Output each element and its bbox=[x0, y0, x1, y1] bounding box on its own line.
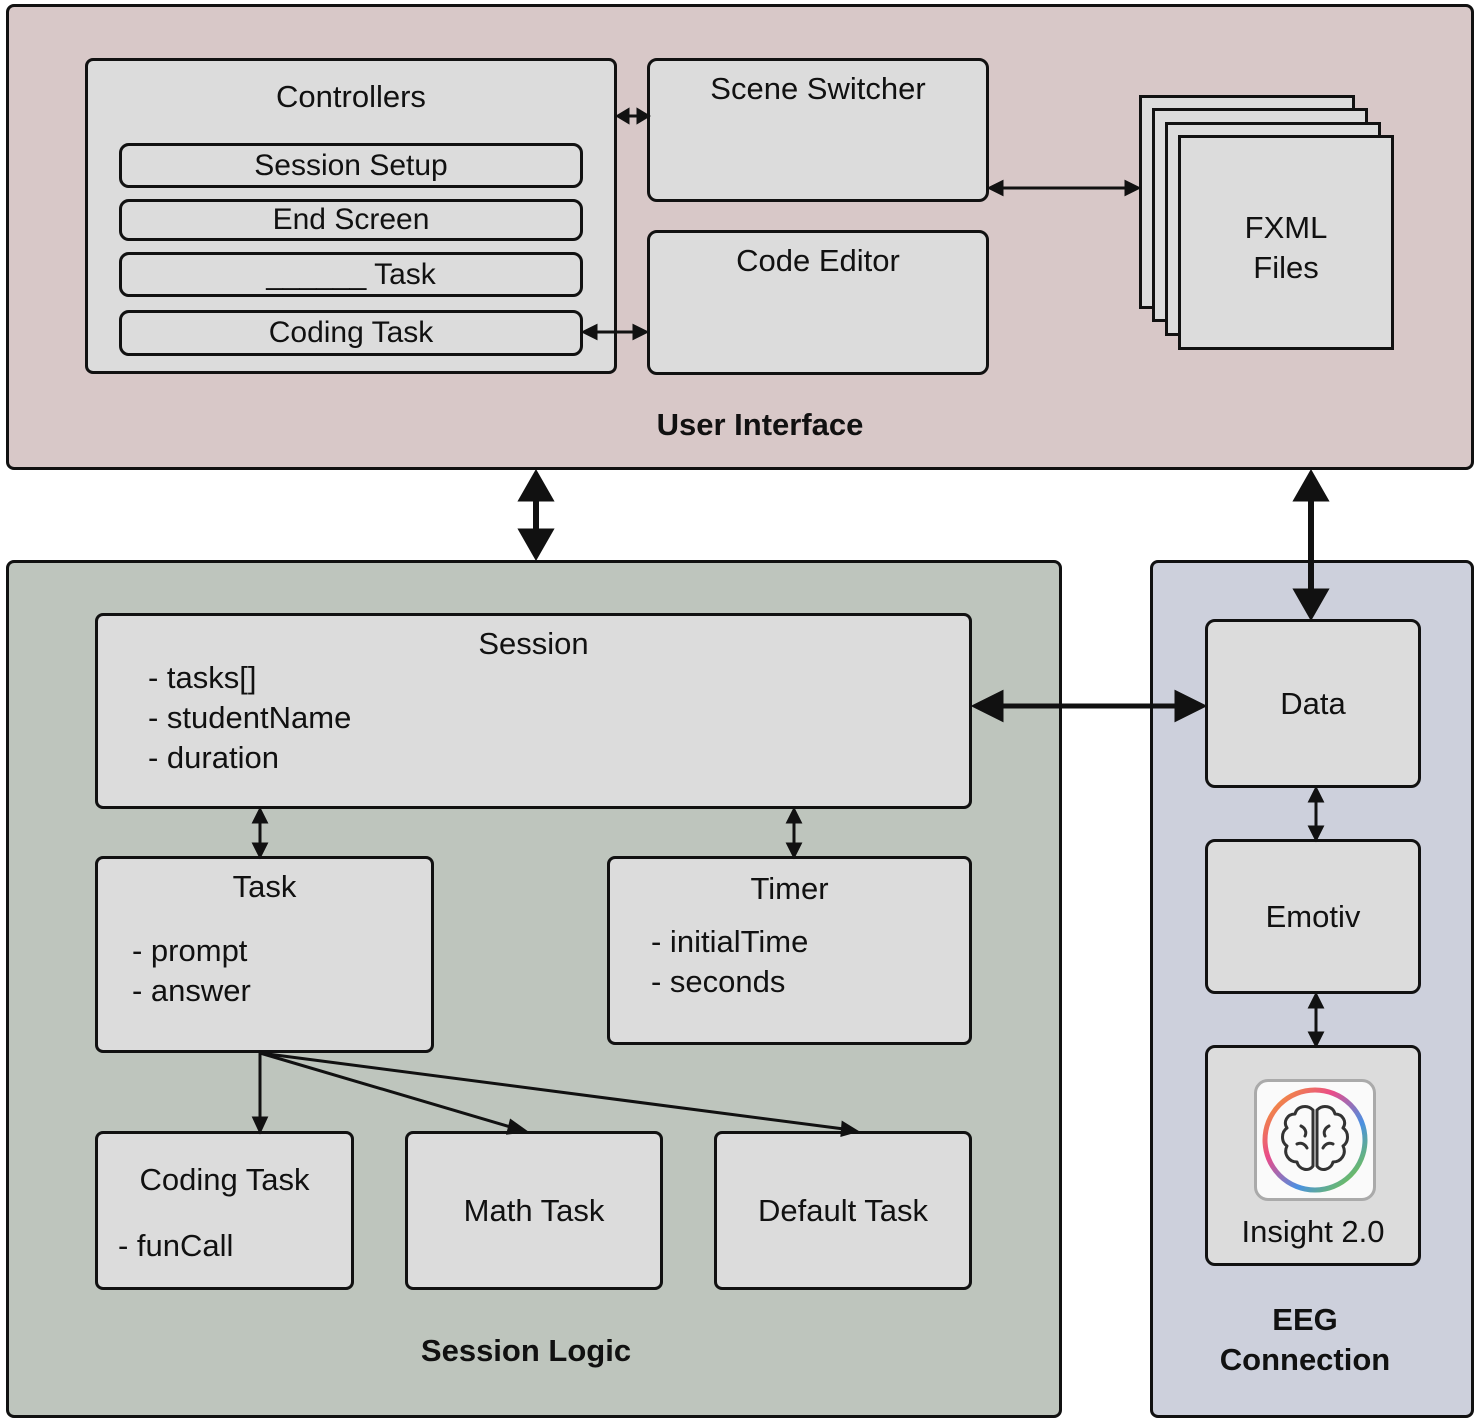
task-attr-prompt: - prompt bbox=[132, 933, 248, 968]
math-task-title: Math Task bbox=[463, 1192, 605, 1228]
session-box: Session - tasks[] - studentName - durati… bbox=[95, 613, 972, 809]
session-logic-label: Session Logic bbox=[420, 1333, 632, 1368]
controller-coding-task[interactable]: Coding Task bbox=[119, 310, 583, 356]
session-attr-duration: - duration bbox=[148, 740, 279, 775]
coding-task-attr-funcall: - funCall bbox=[118, 1228, 234, 1263]
emotiv-box: Emotiv bbox=[1205, 839, 1421, 994]
timer-box: Timer - initialTime - seconds bbox=[607, 856, 972, 1045]
controller-generic-task[interactable]: ______ Task bbox=[119, 252, 583, 297]
timer-title: Timer bbox=[750, 871, 829, 906]
fxml-files-box: FXML Files bbox=[1178, 135, 1394, 350]
fxml-label-line2: Files bbox=[1253, 250, 1319, 285]
math-task-box: Math Task bbox=[405, 1131, 663, 1290]
task-title: Task bbox=[232, 869, 297, 904]
arrow-ui-session-logic bbox=[517, 468, 555, 562]
user-interface-label: User Interface bbox=[656, 407, 864, 442]
session-title: Session bbox=[478, 626, 589, 661]
task-box: Task - prompt - answer bbox=[95, 856, 434, 1053]
default-task-box: Default Task bbox=[714, 1131, 972, 1290]
eeg-connection-label: EEG Connection bbox=[1150, 1300, 1460, 1380]
controller-session-setup[interactable]: Session Setup bbox=[119, 143, 583, 188]
controllers-title: Controllers bbox=[276, 79, 426, 114]
insight-box: Insight 2.0 bbox=[1205, 1045, 1421, 1266]
session-attr-tasks: - tasks[] bbox=[148, 660, 257, 695]
brain-icon bbox=[1254, 1079, 1376, 1201]
scene-switcher-title: Scene Switcher bbox=[710, 71, 926, 106]
coding-task-title: Coding Task bbox=[139, 1162, 310, 1197]
emotiv-title: Emotiv bbox=[1265, 898, 1361, 934]
eeg-label-line1: EEG bbox=[1272, 1302, 1338, 1337]
session-attr-student-name: - studentName bbox=[148, 700, 352, 735]
controller-end-screen[interactable]: End Screen bbox=[119, 199, 583, 241]
coding-task-box: Coding Task - funCall bbox=[95, 1131, 354, 1290]
data-title: Data bbox=[1280, 685, 1346, 721]
fxml-label-line1: FXML bbox=[1244, 210, 1328, 245]
code-editor-box: Code Editor bbox=[647, 230, 989, 375]
code-editor-title: Code Editor bbox=[736, 243, 900, 278]
task-attr-answer: - answer bbox=[132, 973, 251, 1008]
insight-label: Insight 2.0 bbox=[1241, 1214, 1385, 1249]
timer-attr-seconds: - seconds bbox=[651, 964, 786, 999]
scene-switcher-box: Scene Switcher bbox=[647, 58, 989, 202]
eeg-label-line2: Connection bbox=[1219, 1342, 1391, 1377]
data-box: Data bbox=[1205, 619, 1421, 788]
default-task-title: Default Task bbox=[757, 1192, 928, 1228]
timer-attr-initial-time: - initialTime bbox=[651, 924, 809, 959]
